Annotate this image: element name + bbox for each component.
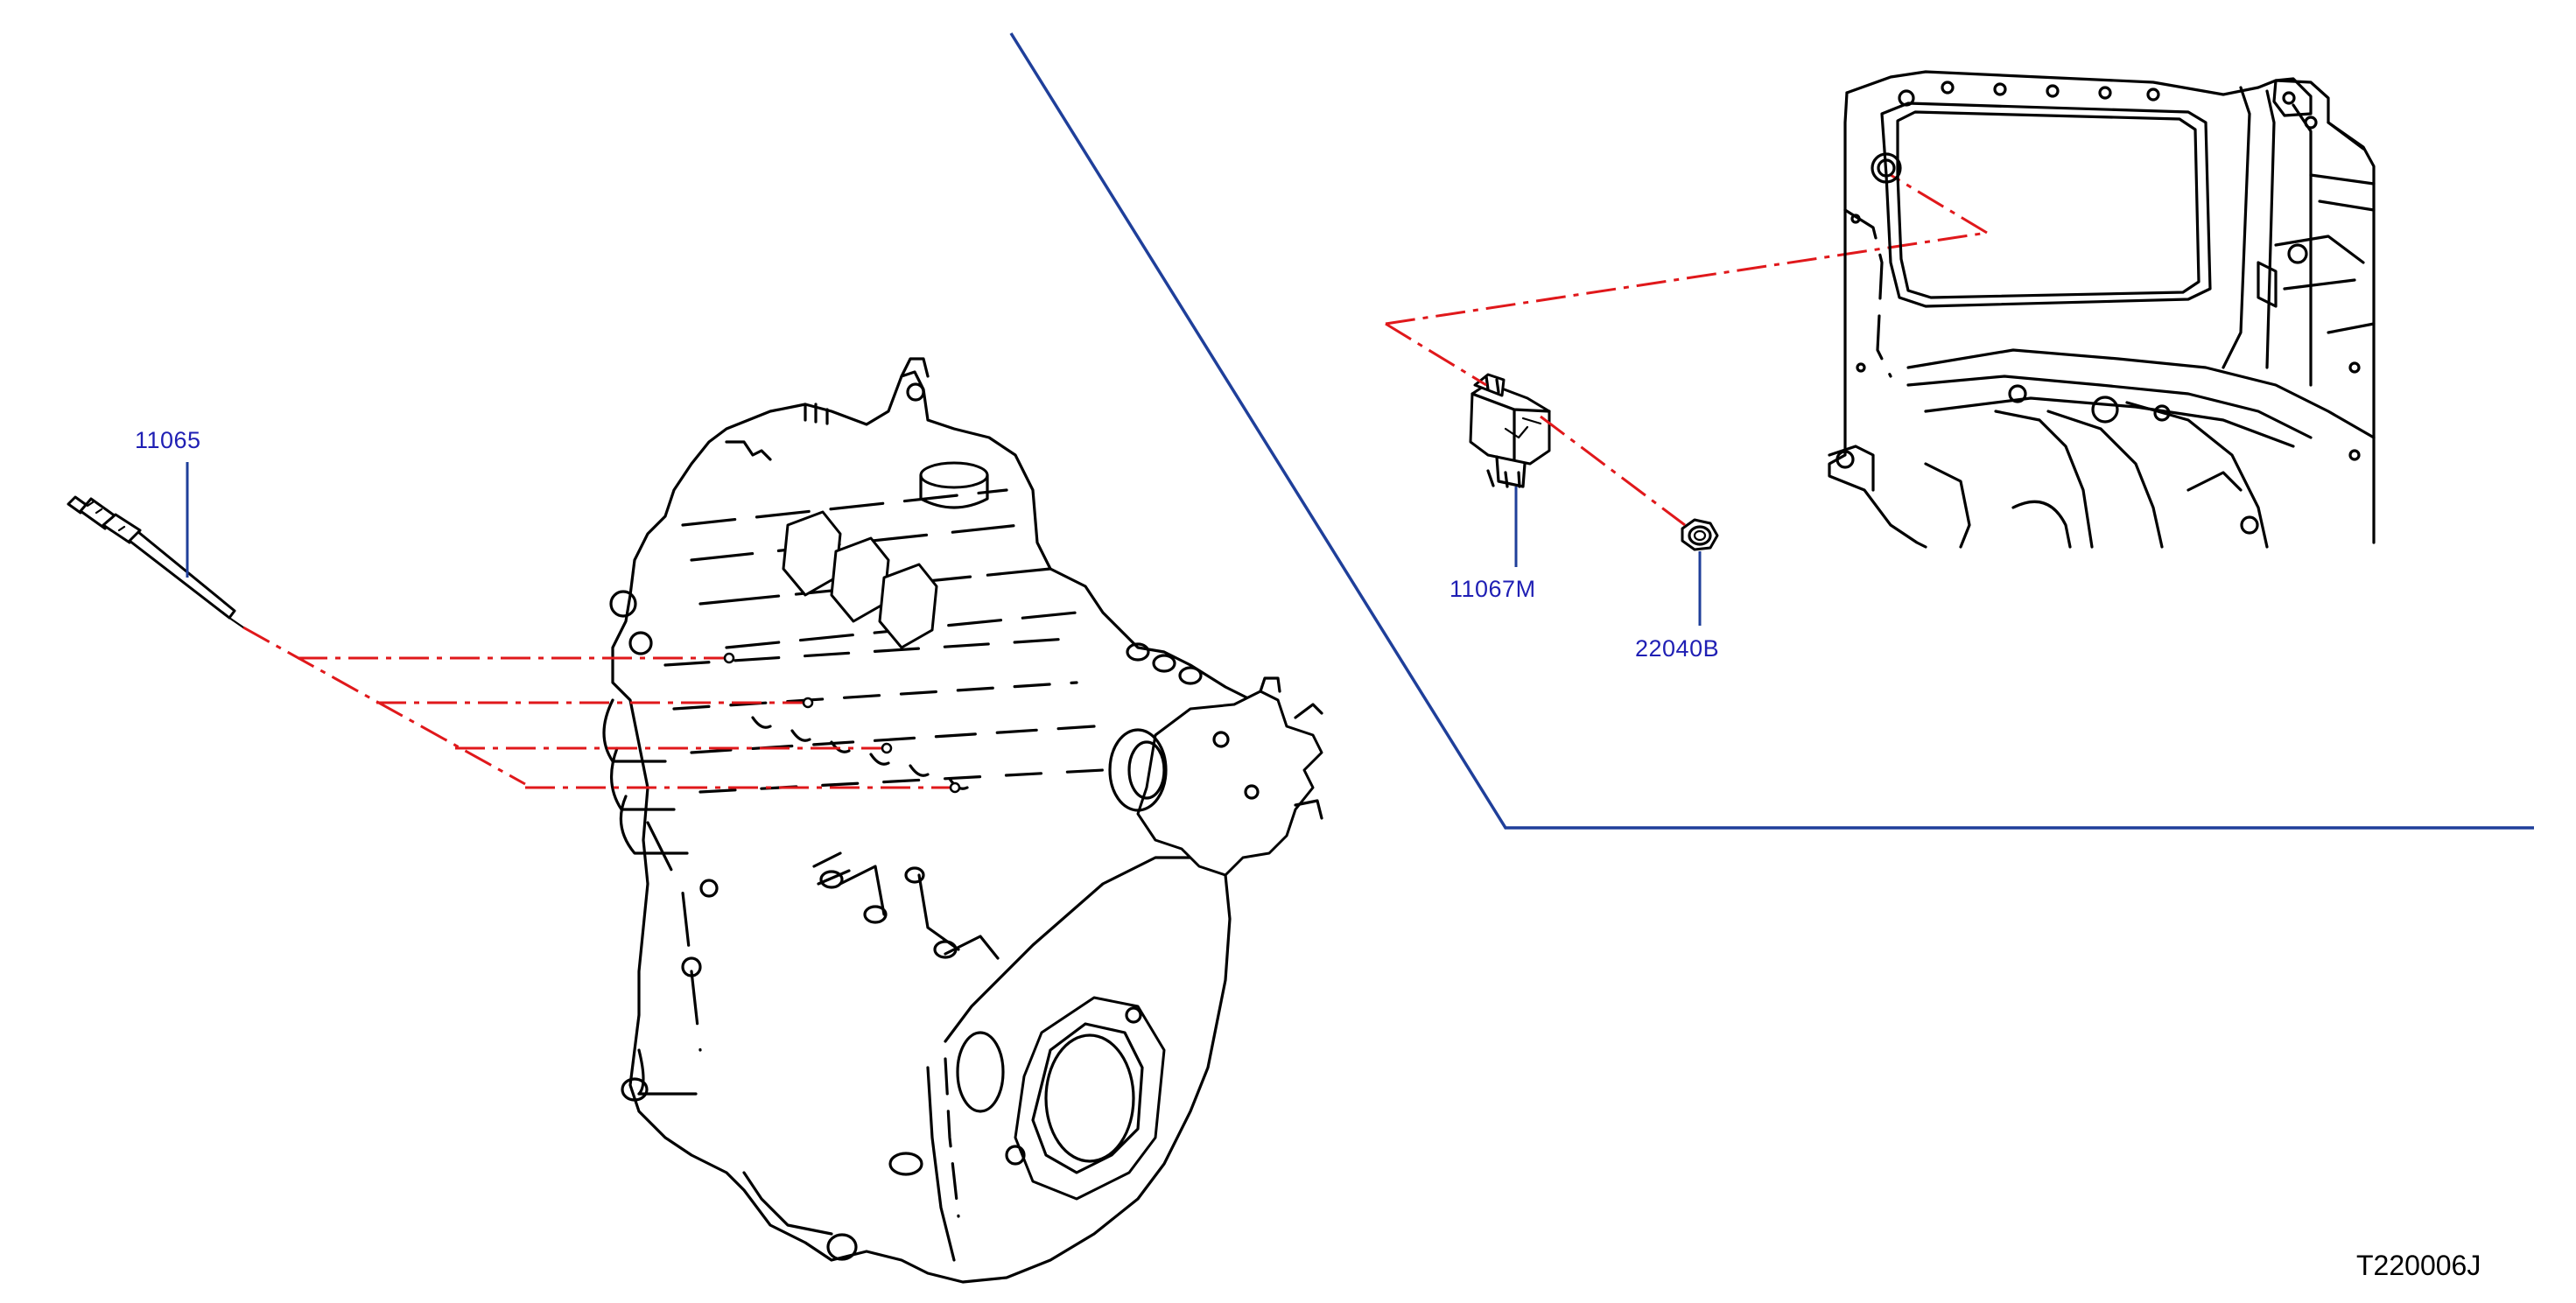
glow-plug-part-number[interactable]: 11065 [135, 427, 201, 453]
engine-block [602, 357, 1323, 1284]
diagram-reference-code: T220006J [2356, 1250, 2481, 1281]
section-divider-line [1009, 32, 2534, 830]
nut-part-number[interactable]: 22040B [1635, 635, 1720, 662]
vehicle-body-structure [1828, 70, 2376, 549]
glow-plug-callout-lines [242, 626, 961, 794]
glow-relay-part-number[interactable]: 11067M [1449, 576, 1536, 602]
nut-part [1681, 518, 1719, 551]
relay-callout-lines [1385, 173, 1988, 527]
glow-relay-part [1469, 373, 1551, 488]
glow-plug-part [67, 495, 245, 629]
